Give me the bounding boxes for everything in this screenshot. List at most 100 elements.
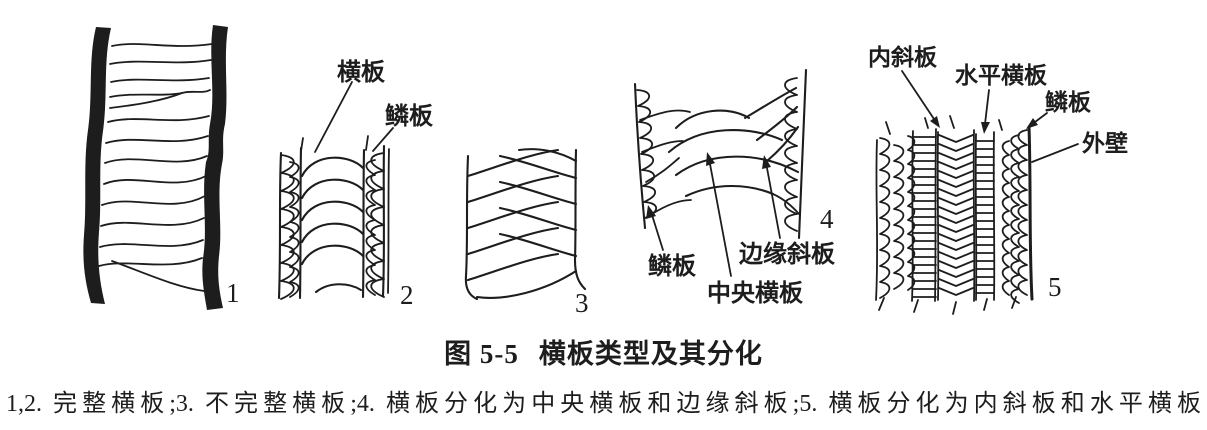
figure-caption: 图 5-5 横板类型及其分化: [0, 332, 1207, 371]
wall-line: [464, 154, 479, 301]
label-outer-wall: 外壁: [1082, 130, 1128, 156]
panel-number: 5: [1048, 272, 1062, 302]
tabula-line: [498, 180, 578, 206]
dissepiment-chain: [289, 161, 300, 298]
tabula-line: [466, 174, 560, 204]
tabula-line: [498, 154, 578, 180]
edge-tuft: [885, 121, 891, 135]
wall-line: [387, 148, 390, 294]
ladder-rail: [992, 131, 996, 301]
tabula-arch: [300, 244, 365, 266]
mesh-outline: [875, 139, 879, 301]
arrowhead: [706, 152, 715, 166]
tabula-line: [104, 155, 208, 164]
tabula-line: [99, 239, 204, 248]
edge-tuft: [952, 301, 957, 315]
texture-stroke: [772, 193, 800, 215]
chevron-rail: [936, 131, 940, 301]
dissepiment-chain: [365, 159, 376, 296]
label-tabula: 横板: [337, 58, 386, 86]
tabula-line: [98, 257, 203, 267]
tabula-line: [109, 89, 211, 98]
figure-caption-title: 横板类型及其分化: [538, 339, 763, 369]
dissepiment-chain: [907, 135, 916, 291]
leader-line: [314, 81, 353, 153]
panel-4-differentiated-tabulae: 鳞板 边缘斜板 中央横板 4: [633, 68, 836, 307]
horizontal-tabula-rungs: [975, 140, 995, 294]
thick-wall-right: [202, 25, 228, 310]
ladder-rail: [911, 130, 914, 302]
arrowhead: [762, 155, 771, 169]
edge-tuft: [998, 119, 1003, 131]
arrowhead: [646, 205, 656, 219]
tabula-line: [475, 269, 578, 299]
label-dissepiment: 鳞板: [1045, 89, 1092, 115]
fan-line: [639, 109, 691, 121]
label-peripheral-inclined-plate: 边缘斜板: [739, 240, 836, 268]
figure-caption-number: 图 5-5: [444, 339, 519, 369]
edge-tuft: [1011, 296, 1017, 309]
edge-line-right: [797, 68, 808, 240]
tabula-arch: [300, 178, 365, 200]
edge-tuft: [878, 297, 885, 311]
outer-wall-line: [1027, 125, 1034, 301]
arrow-line: [651, 214, 664, 251]
central-tabula-arch: [674, 155, 800, 177]
panel-3-incomplete-tabulae: 3: [464, 148, 589, 318]
leader-line: [1031, 143, 1079, 163]
chevron-rail: [972, 129, 976, 302]
edge-line-left: [633, 82, 647, 230]
inclined-plate-line: [765, 125, 800, 163]
leader-line: [372, 127, 394, 152]
panel-number: 1: [226, 278, 240, 308]
arrow-line: [984, 89, 990, 125]
figure-illustration: 1 横板 鳞板 2: [83, 25, 1128, 318]
tabula-line: [498, 232, 578, 258]
label-central-tabula: 中央横板: [707, 279, 804, 307]
tabula-line: [466, 226, 560, 256]
central-tabula-arch: [667, 129, 784, 154]
fan-line: [641, 140, 684, 153]
label-dissepiment: 鳞板: [385, 102, 434, 130]
tabula-arch: [300, 222, 365, 244]
edge-tuft: [924, 117, 929, 129]
tabula-line: [105, 135, 209, 144]
panel-1-complete-tabulae: 1: [83, 25, 240, 310]
dissepiment-chain: [636, 89, 658, 219]
tabula-line: [100, 217, 205, 227]
label-horizontal-tabula: 水平横板: [955, 63, 1048, 88]
tabula-arch: [300, 156, 365, 178]
dissepiment-chain: [879, 137, 891, 299]
arrow-line: [766, 167, 781, 239]
dissepiment-chain: [893, 144, 905, 290]
central-tabula-arch: [674, 109, 751, 130]
panel-number: 4: [820, 204, 834, 234]
inner-inclined-chevrons: [938, 134, 974, 296]
thick-wall-left: [83, 27, 111, 304]
panel-2-complete-tabulae: 横板 鳞板 2: [277, 58, 434, 310]
dissepiment-chain: [1001, 140, 1010, 296]
tabula-line: [466, 200, 560, 230]
panel-number: 3: [575, 288, 589, 318]
ladder-rungs: [912, 136, 937, 298]
tabula-line: [109, 59, 212, 65]
ladder-rail: [974, 133, 978, 301]
arrowhead: [930, 116, 940, 128]
tabula-arch: [314, 283, 363, 294]
arrow-line: [1034, 112, 1048, 123]
texture-stroke: [651, 199, 692, 215]
wall-line: [361, 148, 366, 299]
wall-line: [277, 151, 283, 300]
wall-tick: [365, 135, 369, 151]
wall-line: [573, 148, 587, 291]
wall-tick: [300, 137, 304, 152]
ladder-rail: [934, 128, 937, 302]
tabula-line: [110, 77, 210, 83]
tabula-line: [107, 115, 210, 123]
inclined-plate-line: [743, 86, 798, 120]
tabula-line: [111, 260, 205, 292]
dissepiment-chain: [784, 77, 798, 232]
edge-tuft: [983, 298, 988, 311]
tabula-line: [111, 43, 213, 47]
tabula-line: [466, 252, 560, 282]
